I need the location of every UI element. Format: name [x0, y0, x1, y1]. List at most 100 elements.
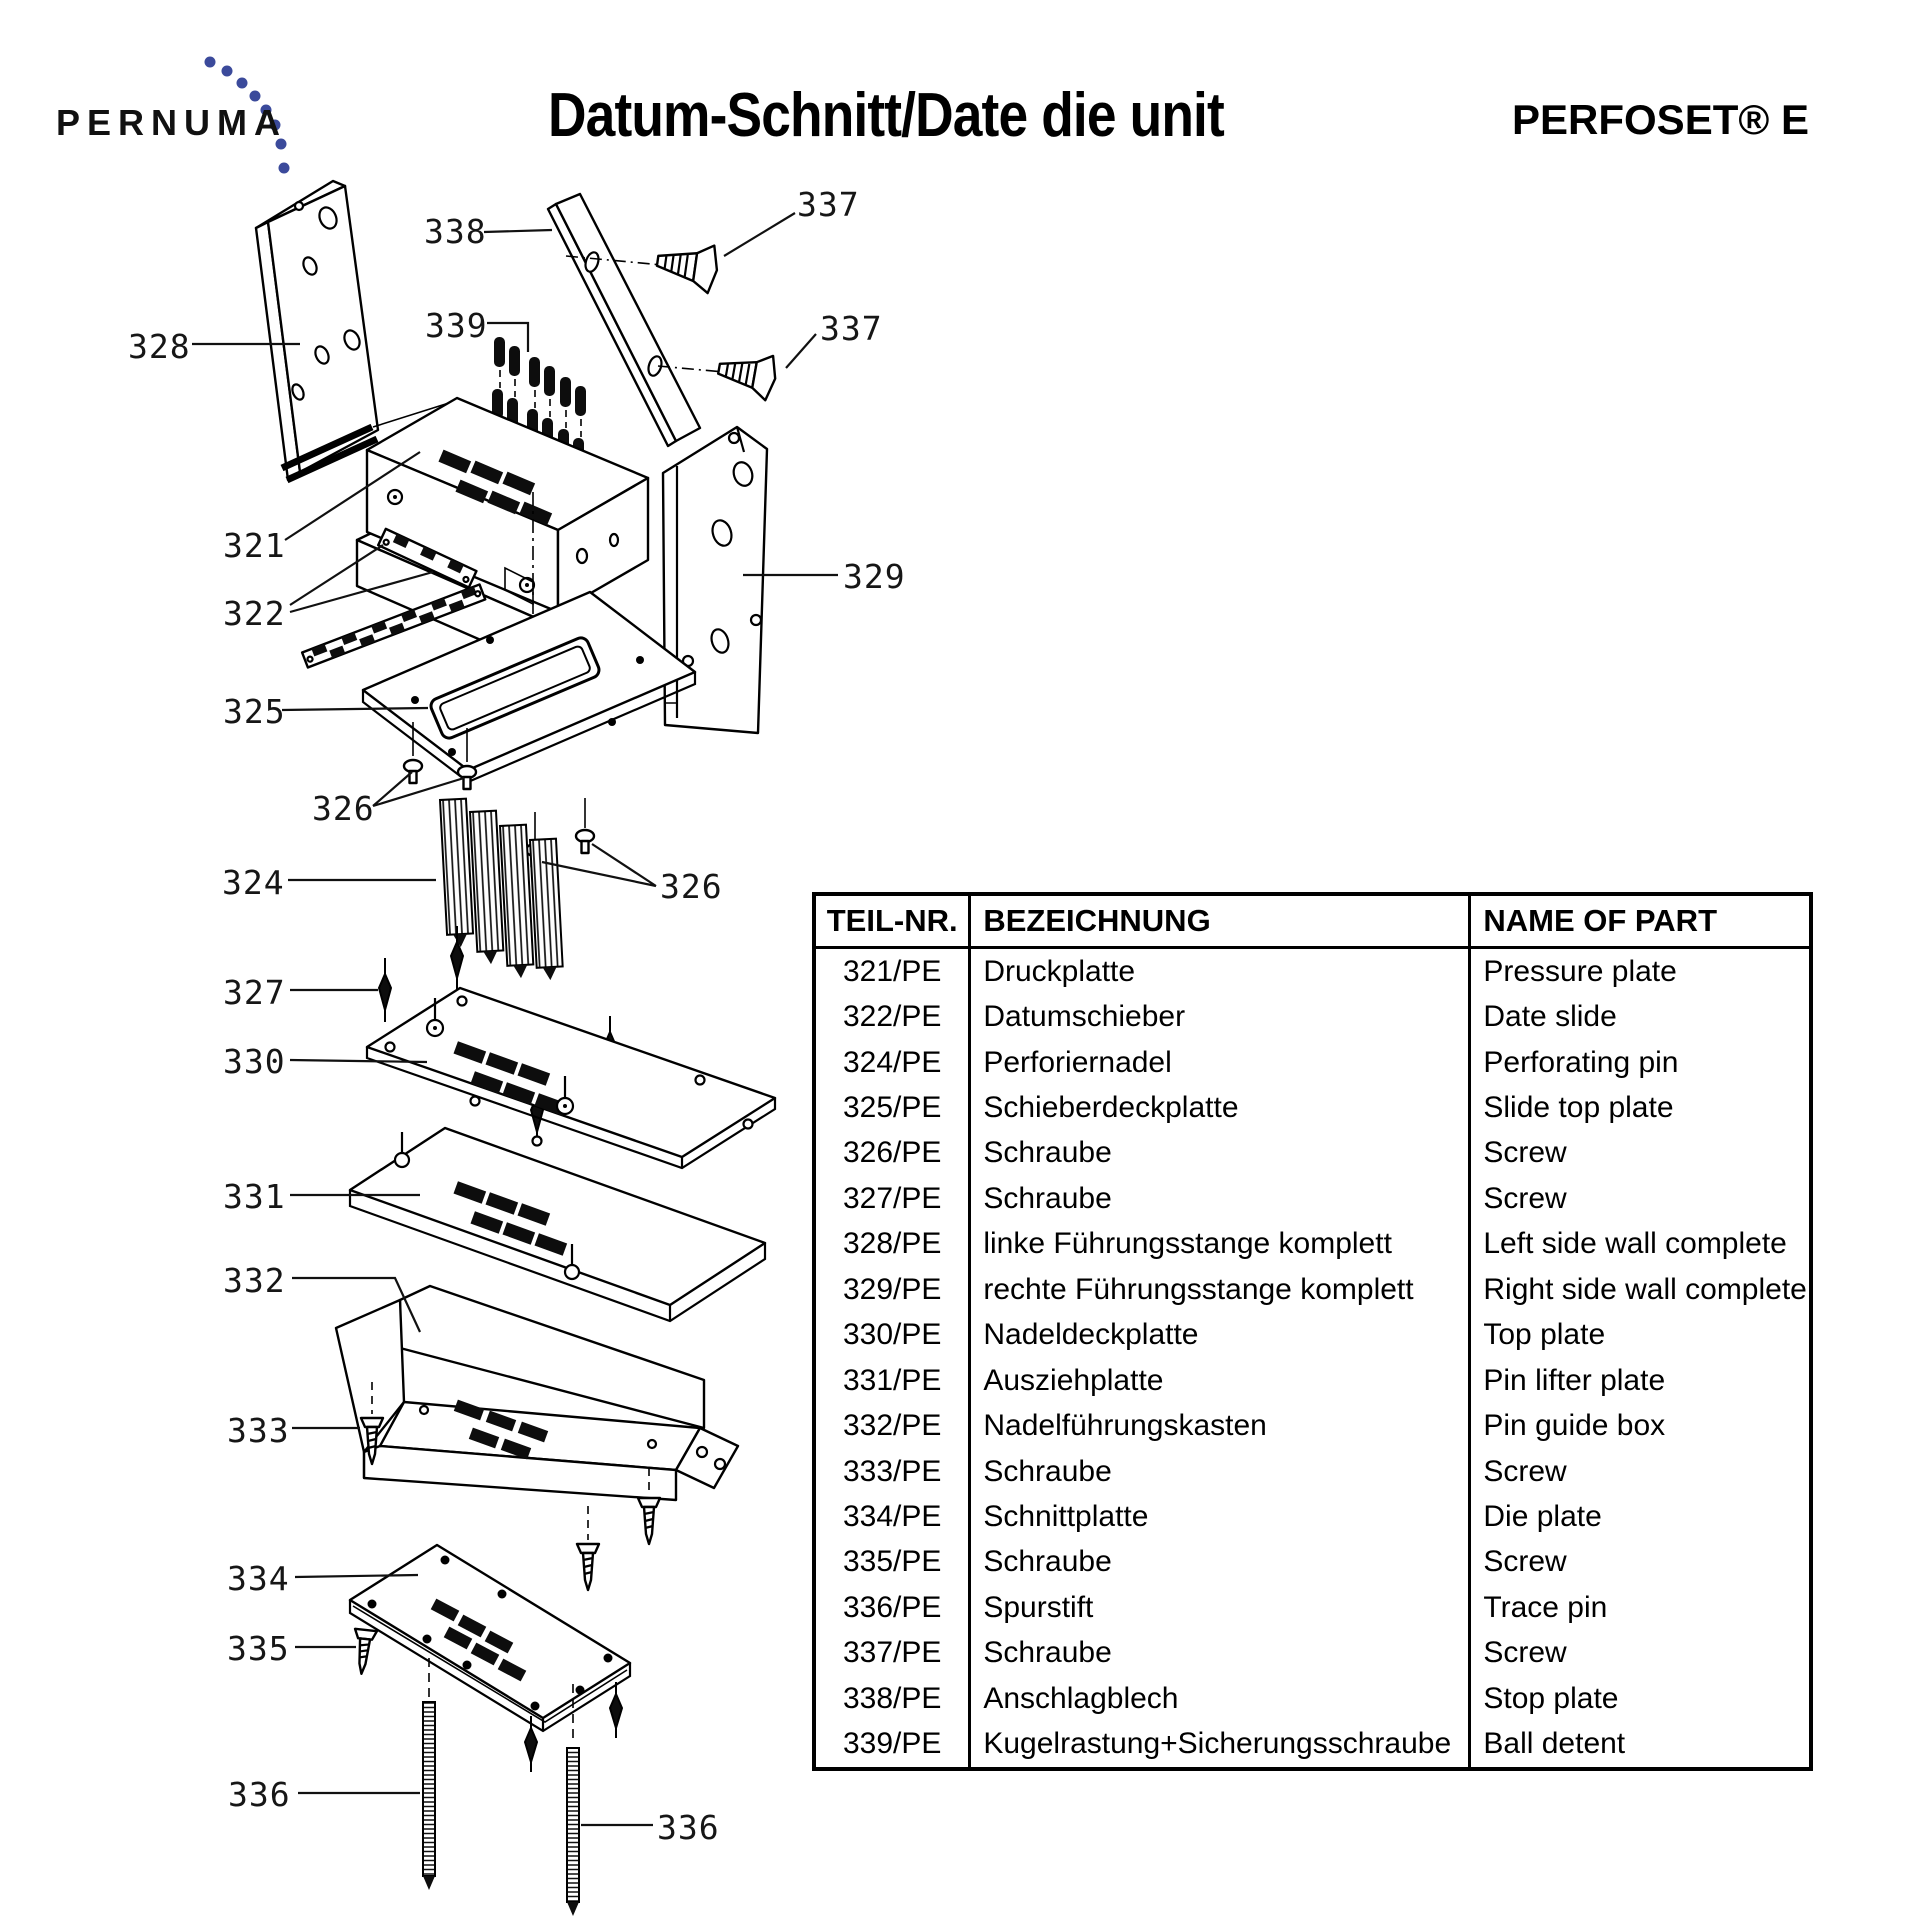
svg-text:330: 330	[223, 1042, 286, 1081]
part-de: Nadelführungskasten	[968, 1403, 1472, 1449]
svg-text:326: 326	[660, 867, 723, 906]
callout-330: 330	[223, 1042, 428, 1081]
svg-text:336: 336	[228, 1775, 291, 1814]
part-nr: 322/PE	[842, 1000, 942, 1034]
callout-333: 333	[227, 1411, 360, 1450]
part-en: Trace pin	[1483, 1590, 1608, 1624]
part-de: Spurstift	[968, 1585, 1472, 1631]
parts-table: TEIL-NR. BEZEICHNUNG NAME OF PART 321/PE…	[812, 892, 1813, 1771]
part-en: Ball detent	[1483, 1727, 1626, 1761]
part-de: Datumschieber	[968, 994, 1472, 1040]
svg-text:335: 335	[227, 1629, 290, 1668]
screw-337-lower	[657, 354, 777, 402]
part-nr: 324/PE	[842, 1045, 942, 1079]
svg-text:337: 337	[797, 185, 860, 224]
callout-337-upper: 337	[723, 185, 860, 257]
callout-336-right: 336	[581, 1808, 720, 1847]
part-nr: 331/PE	[842, 1363, 942, 1397]
part-de: Schnittplatte	[968, 1494, 1472, 1540]
screws-332-base	[575, 1468, 662, 1592]
part-en: Screw	[1483, 1181, 1567, 1215]
svg-text:339: 339	[425, 306, 488, 345]
part-nr: 329/PE	[842, 1272, 942, 1306]
part-330-top-plate	[365, 986, 777, 1170]
col-teil-nr: TEIL-NR.	[816, 896, 970, 949]
part-en: Pressure plate	[1483, 954, 1677, 988]
svg-text:324: 324	[222, 863, 285, 902]
part-331-pin-lifter-plate	[348, 1126, 767, 1323]
svg-text:334: 334	[227, 1559, 290, 1598]
part-nr: 335/PE	[842, 1545, 942, 1579]
part-nr: 332/PE	[842, 1409, 942, 1443]
part-332-pin-guide-box	[334, 1284, 740, 1502]
part-de: linke Führungsstange komplett	[968, 1221, 1472, 1268]
part-329-right-side-wall	[661, 425, 769, 735]
callout-322: 322	[223, 544, 434, 633]
table-row: 333/PE Schraube Screw	[816, 1448, 1809, 1495]
part-en: Date slide	[1483, 1000, 1617, 1034]
part-en: Screw	[1483, 1136, 1567, 1170]
part-en: Right side wall complete	[1483, 1272, 1807, 1306]
part-334-die-plate	[348, 1543, 632, 1733]
svg-text:336: 336	[657, 1808, 720, 1847]
svg-text:329: 329	[843, 557, 906, 596]
logo-pernuma: PERNUMA	[56, 102, 288, 143]
part-en: Pin lifter plate	[1483, 1363, 1666, 1397]
part-de: Kugelrastung+Sicherungsschraube	[968, 1721, 1472, 1767]
part-en: Left side wall complete	[1483, 1227, 1787, 1261]
part-338-stop-plate	[546, 192, 702, 448]
part-en: Perforating pin	[1483, 1045, 1679, 1079]
part-de: Ausziehplatte	[968, 1357, 1472, 1404]
col-bezeichnung: BEZEICHNUNG	[968, 896, 1472, 949]
part-328-left-side-wall	[254, 179, 453, 484]
part-en: Slide top plate	[1483, 1091, 1674, 1125]
callout-326-left: 326	[312, 771, 465, 828]
table-row: 332/PE Nadelführungskasten Pin guide box	[816, 1403, 1809, 1449]
part-de: Schraube	[968, 1539, 1472, 1586]
table-row: 336/PE Spurstift Trace pin	[816, 1585, 1809, 1631]
callout-325: 325	[223, 692, 429, 731]
product-name: PERFOSET® E	[1512, 96, 1809, 143]
part-de: Druckplatte	[968, 947, 1472, 995]
table-row: 327/PE Schraube Screw	[816, 1176, 1809, 1222]
svg-text:322: 322	[223, 594, 286, 633]
table-header-row: TEIL-NR. BEZEICHNUNG NAME OF PART	[816, 896, 1809, 949]
part-de: Schraube	[968, 1448, 1472, 1495]
callout-338: 338	[424, 212, 553, 251]
callout-327: 327	[223, 973, 378, 1012]
callout-329: 329	[743, 557, 906, 596]
part-nr: 334/PE	[842, 1499, 942, 1533]
part-nr: 327/PE	[842, 1181, 942, 1215]
callout-321: 321	[223, 451, 421, 565]
part-en: Pin guide box	[1483, 1409, 1666, 1443]
part-324-perforating-pins	[438, 797, 564, 981]
part-de: Schraube	[968, 1130, 1472, 1177]
part-en: Screw	[1483, 1454, 1567, 1488]
screw-333	[359, 1382, 385, 1466]
table-row: 331/PE Ausziehplatte Pin lifter plate	[816, 1357, 1809, 1404]
part-de: Schraube	[968, 1176, 1472, 1222]
part-en: Screw	[1483, 1545, 1567, 1579]
page-title: Datum-Schnitt/Date die unit	[548, 81, 1225, 150]
callout-335: 335	[227, 1629, 356, 1668]
screw-337-upper	[565, 244, 719, 295]
callout-328: 328	[128, 327, 300, 366]
part-de: Schraube	[968, 1630, 1472, 1677]
part-en: Top plate	[1483, 1318, 1606, 1352]
part-nr: 330/PE	[842, 1318, 942, 1352]
part-nr: 336/PE	[842, 1590, 942, 1624]
svg-text:327: 327	[223, 973, 286, 1012]
svg-text:333: 333	[227, 1411, 290, 1450]
part-nr: 333/PE	[842, 1454, 942, 1488]
callout-336-left: 336	[228, 1775, 420, 1814]
screw-335	[353, 1627, 379, 1675]
